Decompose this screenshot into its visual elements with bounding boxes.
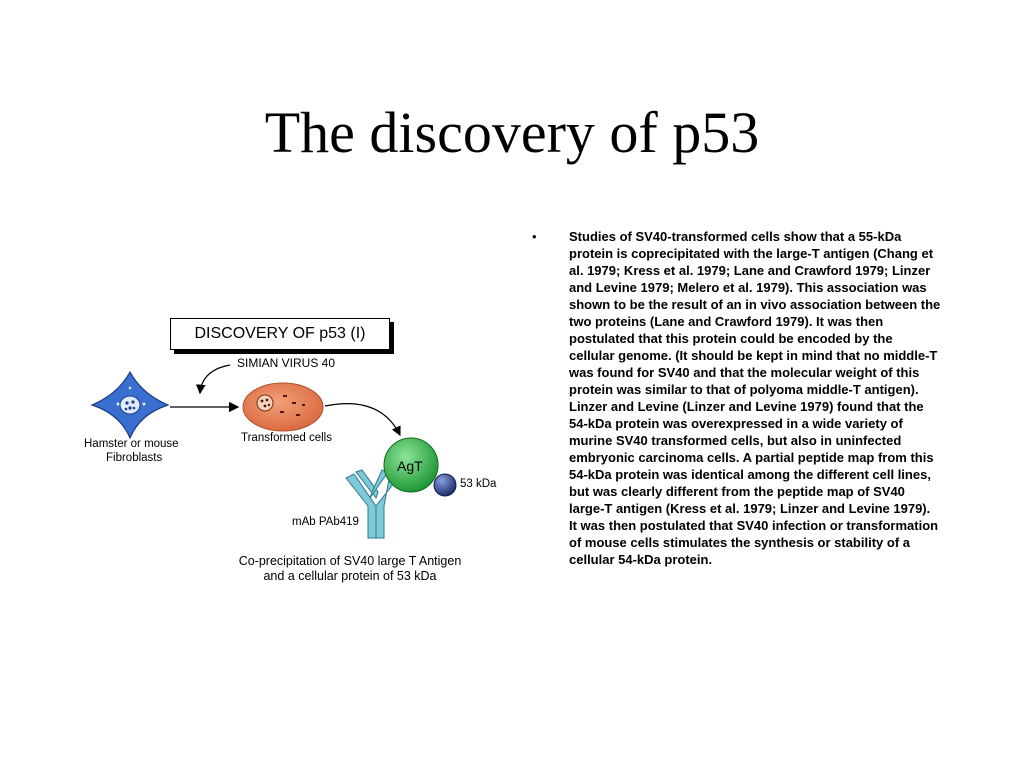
discovery-figure: DISCOVERY OF p53 (I) SIMIAN VIRUS 40 Ham… (80, 310, 510, 590)
protein-53kda-label: 53 kDa (460, 478, 497, 490)
protein-53kda-sphere (433, 473, 457, 497)
body-paragraph: Studies of SV40-transformed cells show t… (569, 229, 941, 567)
virus-label: SIMIAN VIRUS 40 (237, 356, 336, 370)
transformed-cells-label: Transformed cells (241, 432, 332, 444)
bullet-marker: • (532, 229, 537, 244)
figure-title-box: DISCOVERY OF p53 (I) (170, 318, 390, 350)
antibody-label: mAb PAb419 (292, 516, 359, 528)
fibroblast-label-line2: Fibroblasts (106, 452, 163, 464)
agt-sphere (383, 437, 439, 493)
fibroblast-label-line1: Hamster or mouse (84, 438, 179, 450)
fibroblast-cell (90, 370, 170, 440)
caption-line1: Co-precipitation of SV40 large T Antigen (238, 554, 462, 568)
caption-line2: and a cellular protein of 53 kDa (263, 569, 437, 583)
figure-title: DISCOVERY OF p53 (I) (194, 325, 366, 342)
figure-caption: Co-precipitation of SV40 large T Antigen… (200, 554, 500, 584)
virus-arrow (195, 364, 231, 395)
agt-label: AgT (397, 458, 423, 474)
figure-graphics (90, 364, 457, 539)
transformed-cell (242, 382, 324, 432)
arrow-to-complex (324, 403, 401, 437)
slide-title: The discovery of p53 (264, 100, 760, 165)
